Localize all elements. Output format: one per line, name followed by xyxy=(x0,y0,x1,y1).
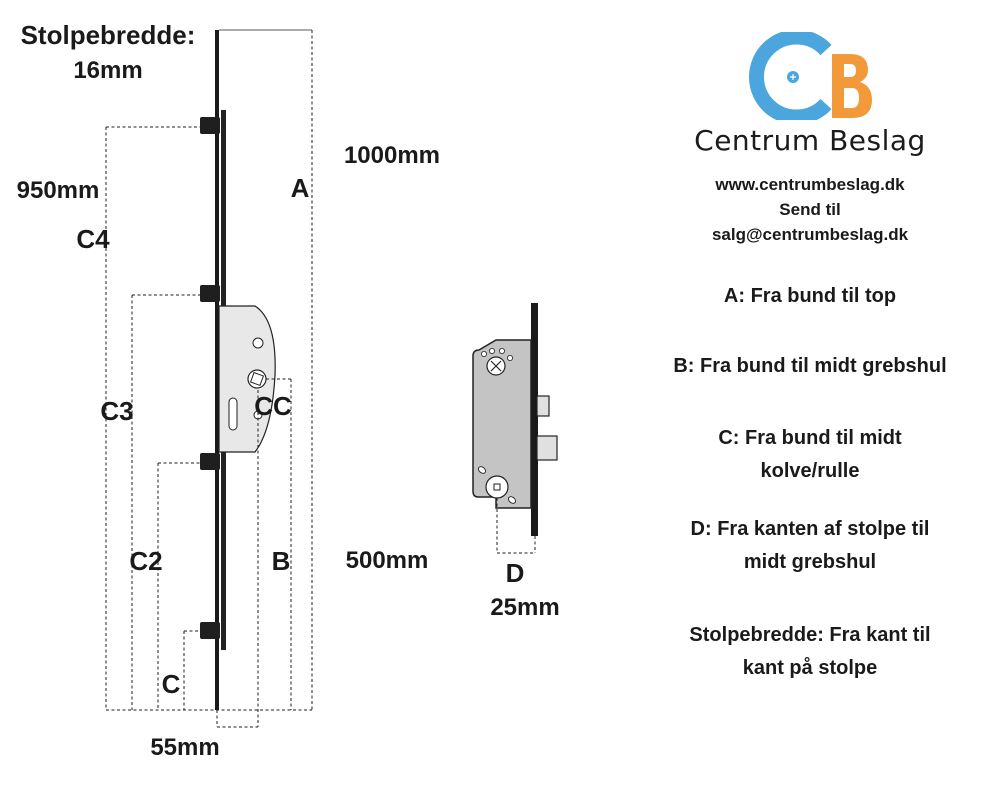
label-a: A xyxy=(291,173,310,203)
b-value: 500mm xyxy=(346,547,429,574)
bolt-lower xyxy=(200,453,220,470)
send-to-text: Send til xyxy=(779,200,841,219)
label-c2: C2 xyxy=(129,546,162,576)
faceplate xyxy=(215,30,219,710)
stolpebredde-value: 16mm xyxy=(73,57,142,84)
c4-value: 950mm xyxy=(17,177,100,204)
email-text: salg@centrumbeslag.dk xyxy=(711,225,909,244)
bolt-top xyxy=(200,117,220,134)
spindle-hole xyxy=(247,369,267,389)
centrum-beslag-logo xyxy=(749,32,872,120)
label-d: D xyxy=(506,558,525,588)
legend-stolpebredde: Stolpebredde: Fra kant til kant på stolp… xyxy=(689,624,931,679)
multipoint-lock xyxy=(200,30,276,710)
key-slot xyxy=(228,397,238,431)
label-c3: C3 xyxy=(100,396,133,426)
deadbolt xyxy=(536,435,558,461)
a-value: 1000mm xyxy=(344,142,440,169)
bottom-value: 55mm xyxy=(150,734,219,761)
bolt-bottom xyxy=(200,622,220,639)
label-c4: C4 xyxy=(76,224,110,254)
brand-name: Centrum Beslag xyxy=(694,124,926,157)
legend-b: B: Fra bund til midt grebshul xyxy=(673,355,947,377)
website-text: www.centrumbeslag.dk xyxy=(715,175,905,194)
legend-a: A: Fra bund til top xyxy=(723,285,897,307)
dimension-lines xyxy=(105,29,313,728)
detail-case-body xyxy=(472,339,532,509)
legend-c: C: Fra bund til midt kolve/rulle xyxy=(718,427,902,482)
screw-hole-top xyxy=(252,337,264,349)
latch xyxy=(536,395,550,417)
label-b: B xyxy=(272,546,291,576)
label-c: C xyxy=(162,669,181,699)
bolt-upper xyxy=(200,285,220,302)
lock-case-detail xyxy=(472,303,558,554)
d-value: 25mm xyxy=(490,594,559,621)
detail-faceplate xyxy=(531,303,538,536)
label-cc: CC xyxy=(254,391,292,421)
legend-d: D: Fra kanten af stolpe til midt grebshu… xyxy=(690,518,930,573)
stolpebredde-title: Stolpebredde: xyxy=(21,20,196,50)
detail-spindle-hole xyxy=(485,475,509,499)
contact-info: www.centrumbeslag.dk Send til salg@centr… xyxy=(640,172,980,247)
